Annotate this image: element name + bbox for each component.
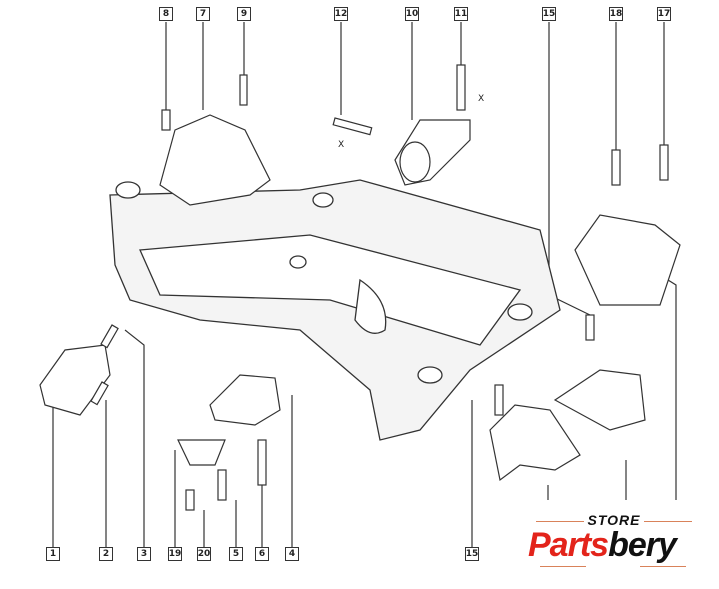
callout-label: 1	[46, 547, 60, 561]
logo-underline	[640, 566, 686, 567]
partsbery-logo: STORE Partsbery	[528, 510, 700, 570]
callout-label: 4	[285, 547, 299, 561]
callout-label: 3	[137, 547, 151, 561]
logo-underline	[540, 566, 586, 567]
bracket-1	[39, 344, 111, 416]
engine-mount-7	[159, 114, 271, 206]
callout-label: 8	[159, 7, 173, 21]
logo-brand-red: Parts	[528, 526, 609, 564]
bracket-15b	[553, 369, 646, 431]
leader-lines	[52, 22, 677, 547]
dimension-label: X	[338, 140, 345, 150]
callout-label: 15	[542, 7, 556, 21]
callout-label: 17	[657, 7, 671, 21]
callout-label: 19	[168, 547, 182, 561]
gearbox-mount-17	[574, 214, 681, 306]
callout-label: 7	[196, 7, 210, 21]
callout-label: 11	[454, 7, 468, 21]
bracket-15	[489, 404, 581, 482]
callout-label: 5	[229, 547, 243, 561]
callout-label: 12	[334, 7, 348, 21]
callout-label: 20	[197, 547, 211, 561]
subframe-drawing	[109, 179, 561, 441]
callout-label: 6	[255, 547, 269, 561]
callout-label: 18	[609, 7, 623, 21]
callout-label: 2	[99, 547, 113, 561]
logo-brand: Partsbery	[528, 526, 677, 565]
mount-parts	[39, 114, 681, 482]
callout-label: 9	[237, 7, 251, 21]
callout-label: 10	[405, 7, 419, 21]
logo-brand-black: bery	[608, 526, 677, 564]
callout-label: 15	[465, 547, 479, 561]
logo-store-text: STORE	[528, 512, 700, 528]
dimension-label: X	[478, 94, 485, 104]
bolts	[90, 64, 669, 511]
mount-4	[209, 374, 281, 426]
